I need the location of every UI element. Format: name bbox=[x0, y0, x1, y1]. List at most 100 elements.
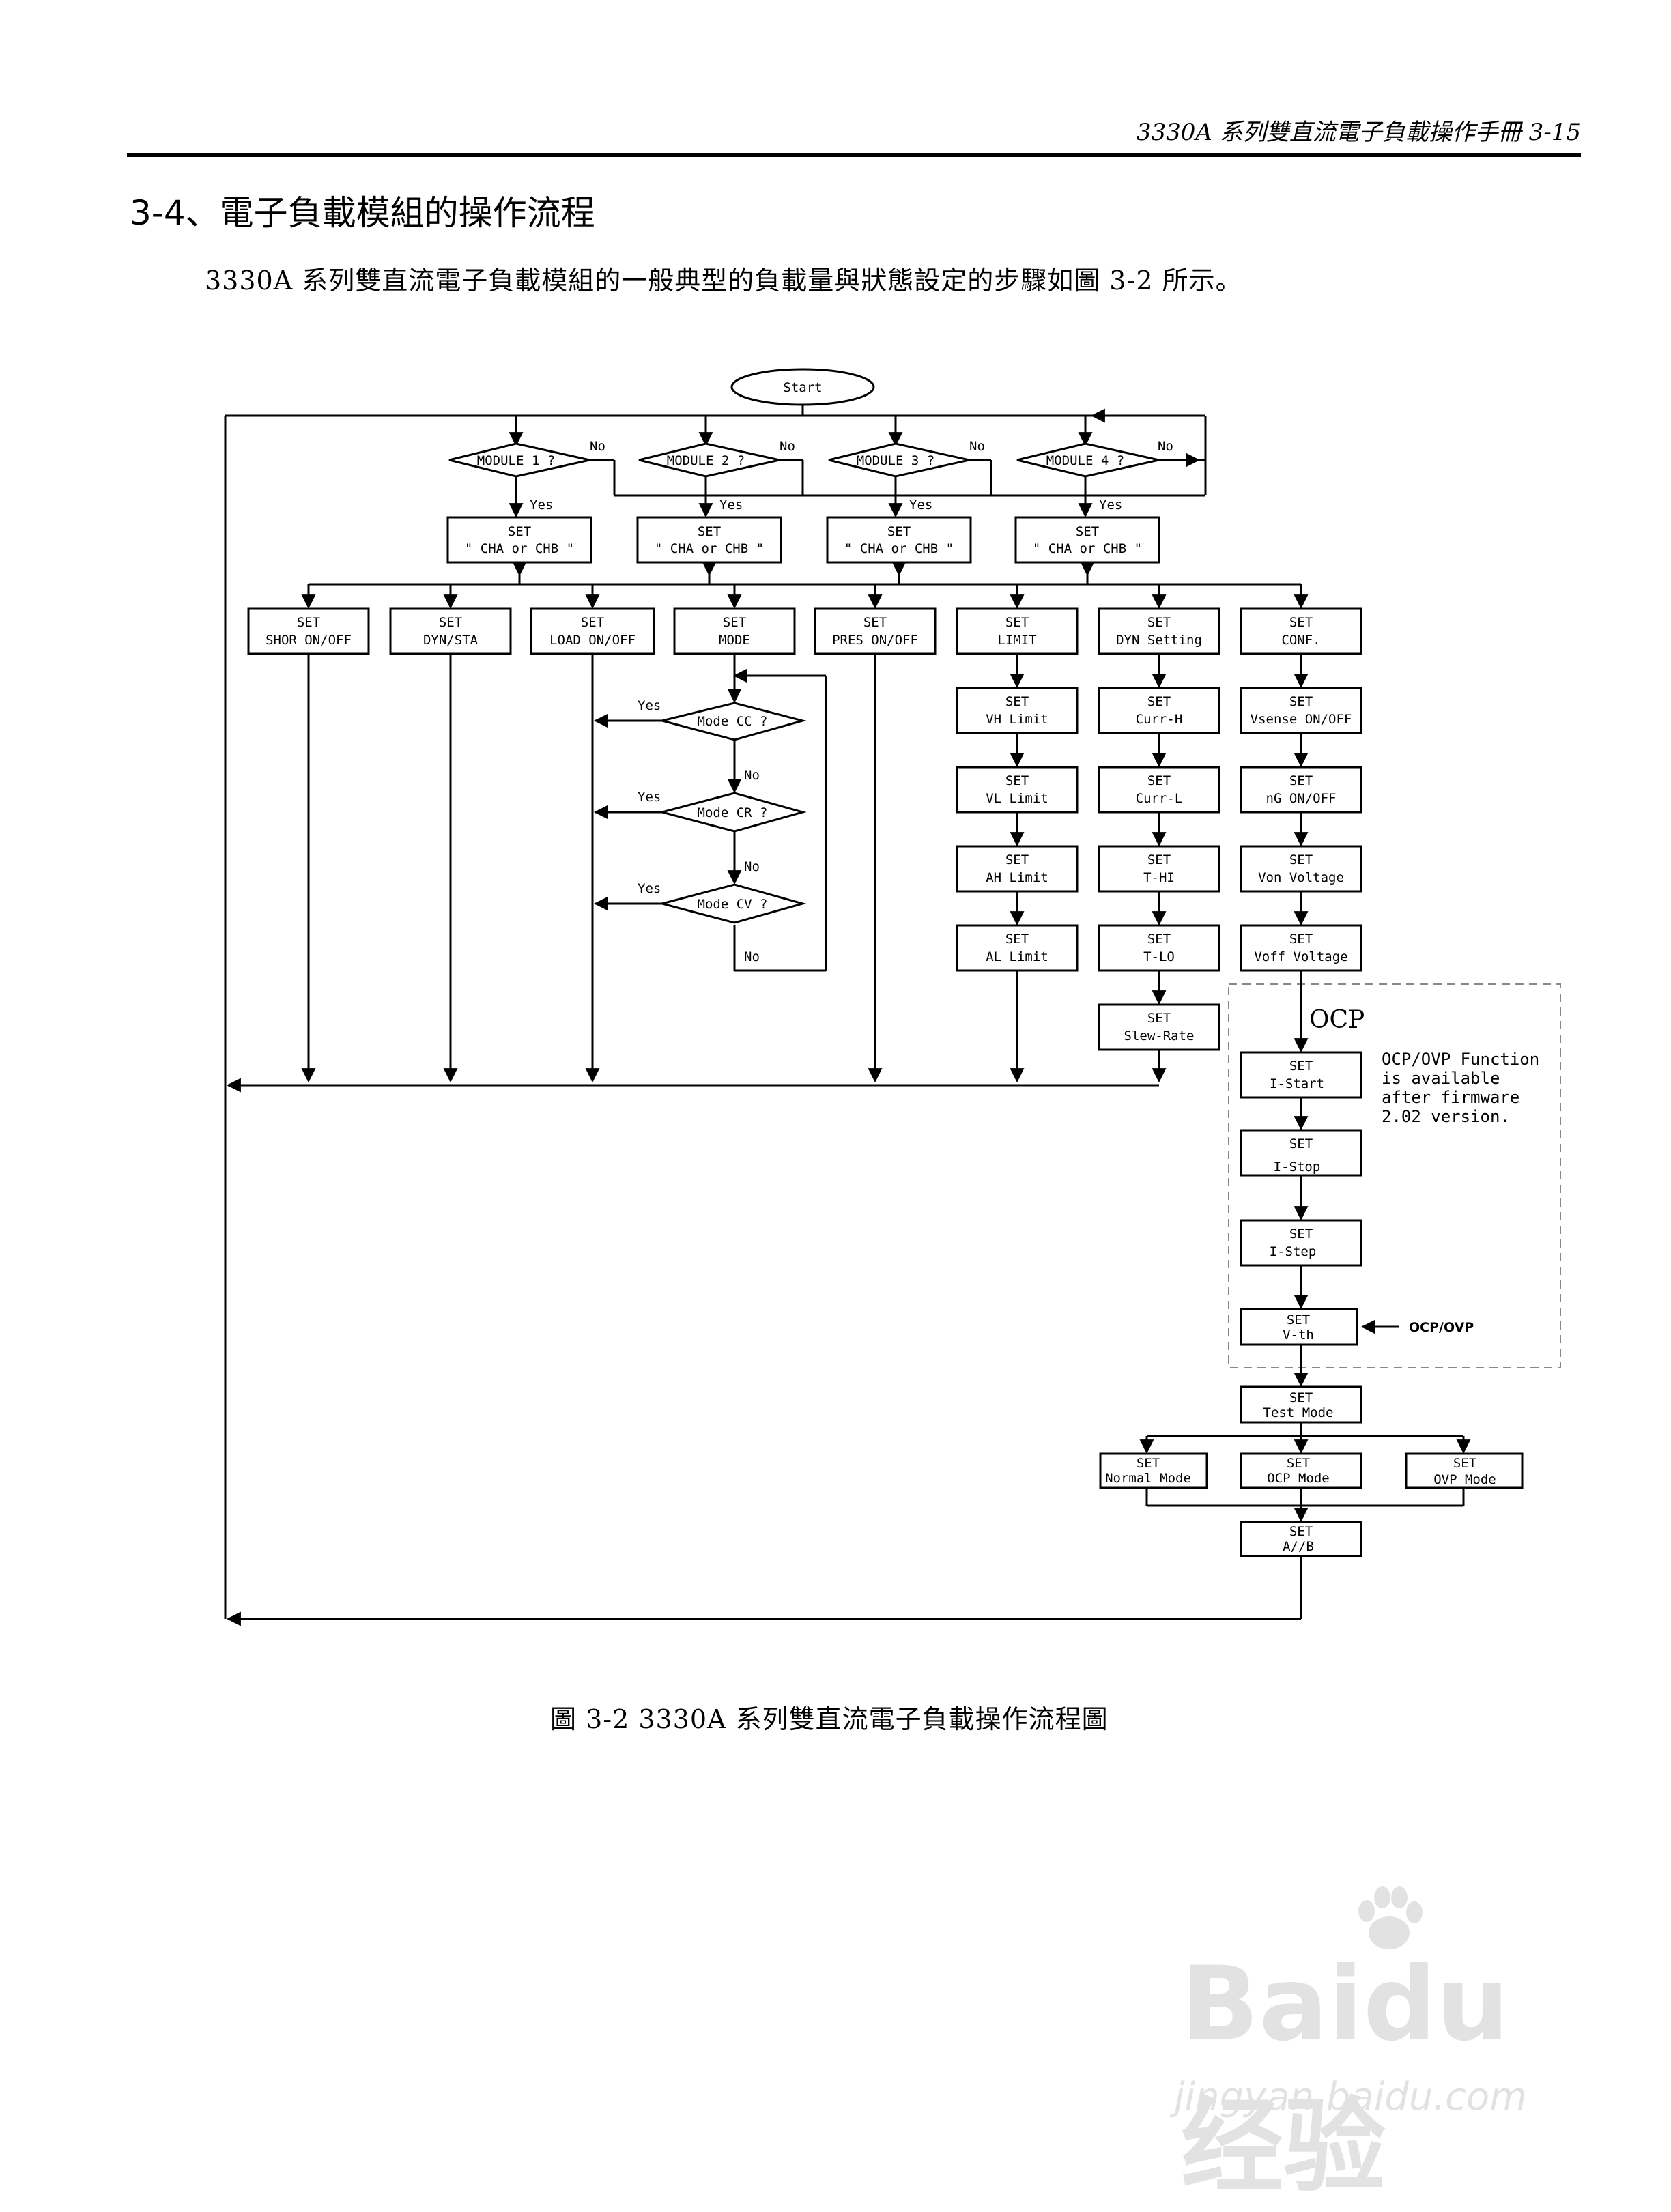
flowchart: Start MODULE 1 ? MODULE 2 ? MODULE 3 ? M… bbox=[224, 368, 1561, 1626]
svg-text:DYN Setting: DYN Setting bbox=[1116, 633, 1202, 648]
svg-text:I-Start: I-Start bbox=[1270, 1076, 1324, 1091]
svg-text:SHOR ON/OFF: SHOR ON/OFF bbox=[266, 633, 352, 648]
svg-text:SET: SET bbox=[1147, 1011, 1171, 1026]
start-label: Start bbox=[783, 380, 822, 395]
ocp-column: SET I-Start SET I-Stop SET I-Step SET V-… bbox=[1240, 971, 1362, 1346]
no-label-2: No bbox=[780, 439, 795, 454]
set-limit: SET LIMIT bbox=[956, 607, 1079, 655]
svg-text:CONF.: CONF. bbox=[1281, 633, 1320, 648]
svg-text:Slew-Rate: Slew-Rate bbox=[1124, 1029, 1195, 1044]
dyn-column: SET Curr-H SET Curr-L SET T-HI SET T-LO … bbox=[1098, 654, 1220, 1083]
set-dyn-sta: SET DYN/STA bbox=[389, 607, 512, 655]
svg-text:SET: SET bbox=[1289, 1136, 1313, 1151]
svg-text:nG ON/OFF: nG ON/OFF bbox=[1266, 791, 1337, 806]
svg-text:Mode CV ?: Mode CV ? bbox=[698, 897, 768, 912]
set-cha-chb-3: SET " CHA or CHB " bbox=[826, 516, 972, 564]
watermark: Baidu经验 jingyan.baidu.com bbox=[1154, 1870, 1577, 2207]
svg-text:SET: SET bbox=[1289, 852, 1313, 867]
watermark-url: jingyan.baidu.com bbox=[1174, 2075, 1527, 2119]
set-load-onoff: SET LOAD ON/OFF bbox=[530, 607, 655, 655]
svg-text:LOAD ON/OFF: LOAD ON/OFF bbox=[549, 633, 635, 648]
svg-text:Curr-H: Curr-H bbox=[1136, 712, 1183, 727]
yes-label-2: Yes bbox=[719, 498, 743, 513]
paw-icon bbox=[1358, 1886, 1423, 1949]
set-final-ab: SET A//B bbox=[1240, 1521, 1362, 1557]
svg-text:SET: SET bbox=[1289, 1390, 1313, 1405]
yes-label-1: Yes bbox=[530, 498, 553, 513]
set-pres-onoff: SET PRES ON/OFF bbox=[814, 607, 937, 655]
svg-text:SET: SET bbox=[1076, 524, 1099, 539]
ocp-title: OCP bbox=[1309, 1006, 1365, 1034]
svg-text:T-HI: T-HI bbox=[1143, 870, 1175, 885]
svg-text:SET: SET bbox=[508, 524, 531, 539]
svg-text:SET: SET bbox=[1005, 852, 1029, 867]
conf-column: SET Vsense ON/OFF SET nG ON/OFF SET Von … bbox=[1240, 654, 1362, 972]
svg-text:I-Stop: I-Stop bbox=[1274, 1160, 1321, 1175]
svg-text:SET: SET bbox=[863, 615, 887, 630]
svg-text:OCP/OVP Function: OCP/OVP Function bbox=[1382, 1050, 1539, 1069]
yes-label-3: Yes bbox=[909, 498, 932, 513]
svg-text:SET: SET bbox=[1289, 773, 1313, 788]
intro-paragraph: 3330A 系列雙直流電子負載模組的一般典型的負載量與狀態設定的步驟如圖 3-2… bbox=[205, 265, 1242, 296]
svg-text:" CHA or CHB ": " CHA or CHB " bbox=[1033, 541, 1142, 556]
no-label-4: No bbox=[1158, 439, 1173, 454]
ocp-ovp-label: OCP/OVP bbox=[1409, 1320, 1474, 1335]
no-label-1: No bbox=[590, 439, 605, 454]
svg-text:" CHA or CHB ": " CHA or CHB " bbox=[655, 541, 764, 556]
set-cha-chb-1: SET " CHA or CHB " bbox=[446, 516, 592, 564]
svg-text:SET: SET bbox=[1287, 1312, 1310, 1327]
set-ovp-mode: SET OVP Mode bbox=[1405, 1452, 1524, 1489]
figure-caption: 圖 3-2 3330A 系列雙直流電子負載操作流程圖 bbox=[550, 1704, 1109, 1734]
svg-text:T-LO: T-LO bbox=[1143, 949, 1175, 964]
section-title: 3-4、電子負載模組的操作流程 bbox=[130, 193, 595, 233]
module-1-decision: MODULE 1 ? bbox=[448, 442, 590, 478]
svg-text:SET: SET bbox=[1289, 1524, 1313, 1539]
ocp-note: OCP/OVP Function is available after firm… bbox=[1382, 1050, 1539, 1126]
svg-text:SET: SET bbox=[1147, 694, 1171, 709]
svg-text:MODULE 4 ?: MODULE 4 ? bbox=[1046, 453, 1124, 468]
svg-text:Vsense ON/OFF: Vsense ON/OFF bbox=[1251, 712, 1352, 727]
svg-text:Voff Voltage: Voff Voltage bbox=[1254, 949, 1347, 964]
svg-text:SET: SET bbox=[1287, 1456, 1310, 1471]
module-2-decision: MODULE 2 ? bbox=[638, 442, 780, 478]
no-label-3: No bbox=[969, 439, 985, 454]
svg-text:SET: SET bbox=[887, 524, 911, 539]
set-normal-mode: SET Normal Mode bbox=[1099, 1452, 1208, 1489]
set-test-mode: SET Test Mode bbox=[1240, 1385, 1362, 1424]
svg-text:SET: SET bbox=[723, 615, 746, 630]
module-3-decision: MODULE 3 ? bbox=[828, 442, 970, 478]
svg-text:SET: SET bbox=[1005, 615, 1029, 630]
yes-label-cr: Yes bbox=[638, 790, 661, 805]
mode-cc-decision: Mode CC ? bbox=[661, 702, 807, 741]
svg-text:MODULE 2 ?: MODULE 2 ? bbox=[667, 453, 745, 468]
svg-text:Mode CR ?: Mode CR ? bbox=[698, 805, 768, 820]
svg-text:SET: SET bbox=[1147, 773, 1171, 788]
svg-text:OCP Mode: OCP Mode bbox=[1267, 1471, 1330, 1486]
ocp-region bbox=[1228, 983, 1561, 1368]
yes-label-cc: Yes bbox=[638, 698, 661, 713]
set-dyn-setting: SET DYN Setting bbox=[1098, 607, 1220, 655]
svg-text:MODE: MODE bbox=[719, 633, 750, 648]
set-cha-chb-4: SET " CHA or CHB " bbox=[1014, 516, 1160, 564]
svg-text:I-Step: I-Step bbox=[1270, 1244, 1317, 1259]
svg-text:SET: SET bbox=[1147, 852, 1171, 867]
yes-label-cv: Yes bbox=[638, 881, 661, 896]
set-cha-chb-2: SET " CHA or CHB " bbox=[636, 516, 782, 564]
svg-text:Curr-L: Curr-L bbox=[1136, 791, 1183, 806]
svg-text:V-th: V-th bbox=[1283, 1327, 1314, 1342]
svg-text:SET: SET bbox=[1005, 694, 1029, 709]
svg-text:A//B: A//B bbox=[1283, 1539, 1314, 1554]
running-title: 3330A 系列雙直流電子負載操作手冊 3-15 bbox=[1136, 119, 1581, 146]
svg-text:AL Limit: AL Limit bbox=[986, 949, 1048, 964]
svg-text:VH Limit: VH Limit bbox=[986, 712, 1048, 727]
module-4-decision: MODULE 4 ? bbox=[1016, 442, 1160, 478]
mode-cv-decision: Mode CV ? bbox=[658, 883, 807, 924]
svg-text:SET: SET bbox=[1289, 1059, 1313, 1074]
svg-text:2.02 version.: 2.02 version. bbox=[1382, 1107, 1510, 1126]
set-ocp-mode: SET OCP Mode bbox=[1240, 1452, 1362, 1489]
svg-text:OVP Mode: OVP Mode bbox=[1433, 1472, 1496, 1487]
no-label-cr: No bbox=[744, 859, 760, 874]
limit-column: SET VH Limit SET VL Limit SET AH Limit S… bbox=[956, 654, 1079, 1083]
svg-text:MODULE 1 ?: MODULE 1 ? bbox=[477, 453, 555, 468]
svg-text:SET: SET bbox=[1289, 932, 1313, 947]
